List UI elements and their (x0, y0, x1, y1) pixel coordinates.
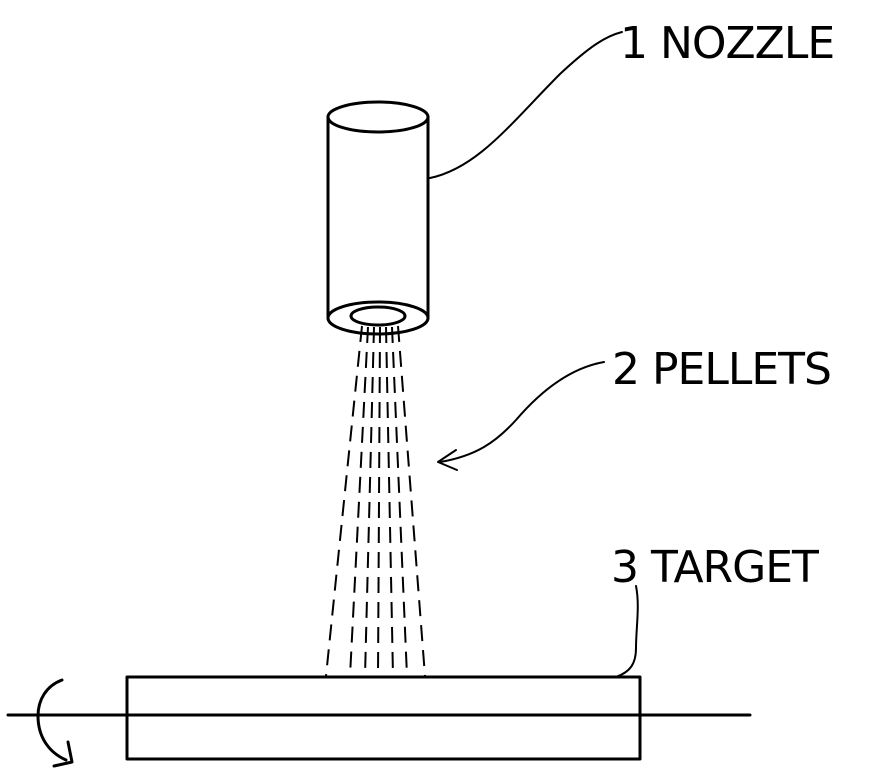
target-plate (125, 675, 642, 761)
nozzle (326, 100, 430, 336)
target-label: 3 TARGET (611, 542, 819, 593)
rotation-arrow-icon (36, 678, 74, 768)
nozzle-leader-line (429, 31, 623, 179)
pellets-arrowhead-icon (437, 449, 458, 471)
pellet-trajectory (377, 326, 381, 677)
nozzle-outlet-outer (326, 300, 430, 336)
target (6, 675, 752, 761)
pellet-trajectory (325, 325, 363, 677)
pellets-label: 2 PELLETS (612, 344, 831, 395)
nozzle-outlet-bore (349, 305, 407, 327)
pellet-trajectory (385, 326, 394, 677)
pellet-trajectory (397, 325, 426, 677)
nozzle-label: 1 NOZZLE (620, 18, 834, 69)
pellet-stream (325, 325, 426, 677)
pellet-trajectory (364, 326, 375, 677)
target-leader-line (615, 585, 639, 678)
nozzle-top-rim (326, 100, 430, 134)
pellet-trajectory (349, 326, 369, 677)
pellet-trajectory (391, 326, 408, 677)
pellets-leader-line (439, 361, 605, 463)
